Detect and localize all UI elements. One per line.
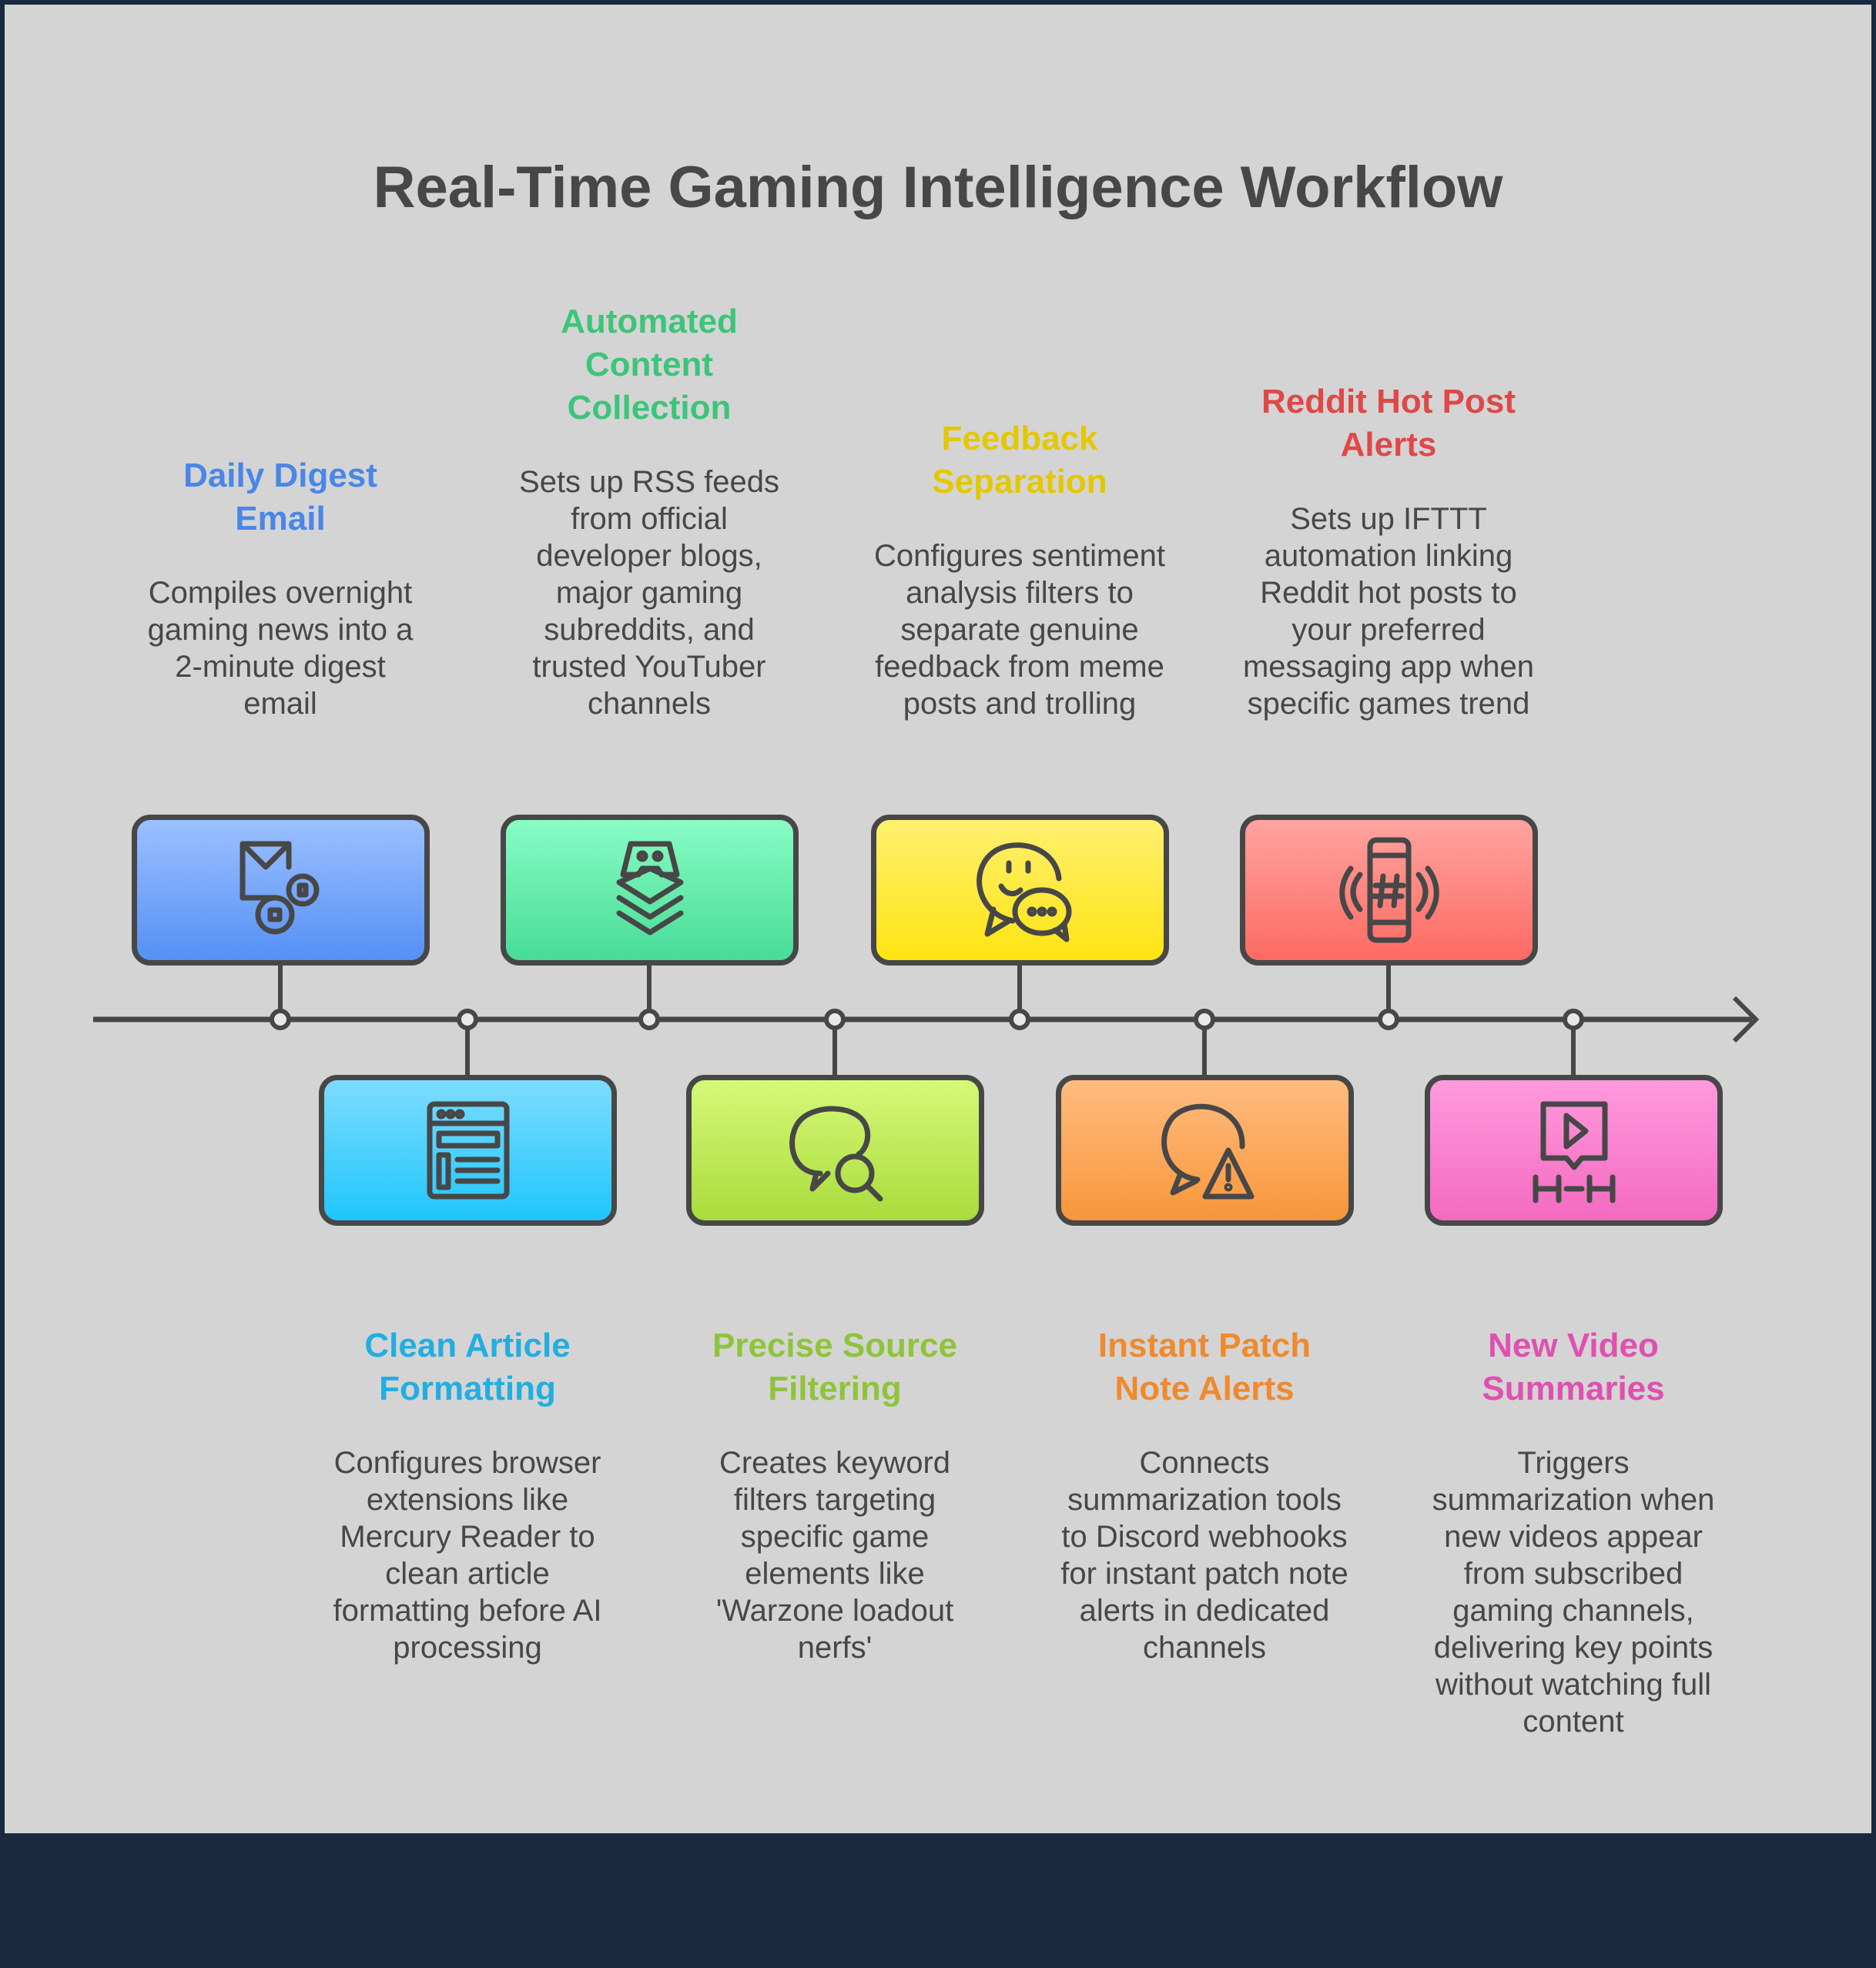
chat-search-icon (789, 1106, 883, 1202)
step-title: Reddit Hot Post Alerts (1261, 383, 1516, 464)
timeline-arrowhead (1732, 996, 1760, 1043)
step-description: Configures browser extensions like Mercu… (333, 1446, 602, 1665)
email-settings-icon (240, 841, 319, 935)
step-description: Creates keyword filters targeting specif… (715, 1446, 954, 1665)
timeline-node (1563, 1009, 1584, 1030)
step-card (871, 815, 1169, 966)
step-title: Instant Patch Note Alerts (1097, 1327, 1312, 1407)
step-title: Daily Digest Email (183, 457, 377, 537)
page-title: Real-Time Gaming Intelligence Workflow (373, 155, 1503, 220)
timeline-node (1009, 1009, 1030, 1030)
step-description: Sets up RSS feeds from official develope… (519, 465, 779, 721)
step-description: Configures sentiment analysis filters to… (874, 539, 1165, 721)
step-description: Compiles overnight gaming news into a 2-… (147, 576, 414, 721)
timeline-node (1378, 1009, 1399, 1030)
phone-hashtag-icon (1338, 837, 1439, 943)
timeline-node (270, 1009, 291, 1030)
gamepad-layers-icon (616, 841, 683, 935)
step-card (501, 815, 799, 966)
step-description: Connects summarization tools to Discord … (1060, 1446, 1348, 1665)
step-card (319, 1075, 617, 1226)
step-description: Triggers summarization when new videos a… (1432, 1446, 1715, 1739)
step-card (132, 815, 430, 966)
step-title: New Video Summaries (1482, 1327, 1665, 1407)
chat-warning-icon (1161, 1103, 1254, 1200)
step-card (1425, 1075, 1723, 1226)
step-description: Sets up IFTTT automation linking Reddit … (1242, 502, 1535, 721)
step-title: Feedback Separation (932, 420, 1107, 500)
step-card (686, 1075, 984, 1226)
timeline-node (1194, 1009, 1215, 1030)
timeline-node (824, 1009, 846, 1030)
step-card (1056, 1075, 1354, 1226)
timeline-node (457, 1009, 478, 1030)
step-title: Clean Article Formatting (364, 1327, 571, 1407)
step-title: Automated Content Collection (561, 303, 738, 427)
browser-article-icon (427, 1101, 509, 1200)
chat-bubbles-icon (976, 842, 1071, 942)
step-title: Precise Source Filtering (712, 1327, 957, 1407)
timeline-node (638, 1009, 660, 1030)
step-card (1240, 815, 1538, 966)
video-timeline-icon (1533, 1101, 1615, 1203)
